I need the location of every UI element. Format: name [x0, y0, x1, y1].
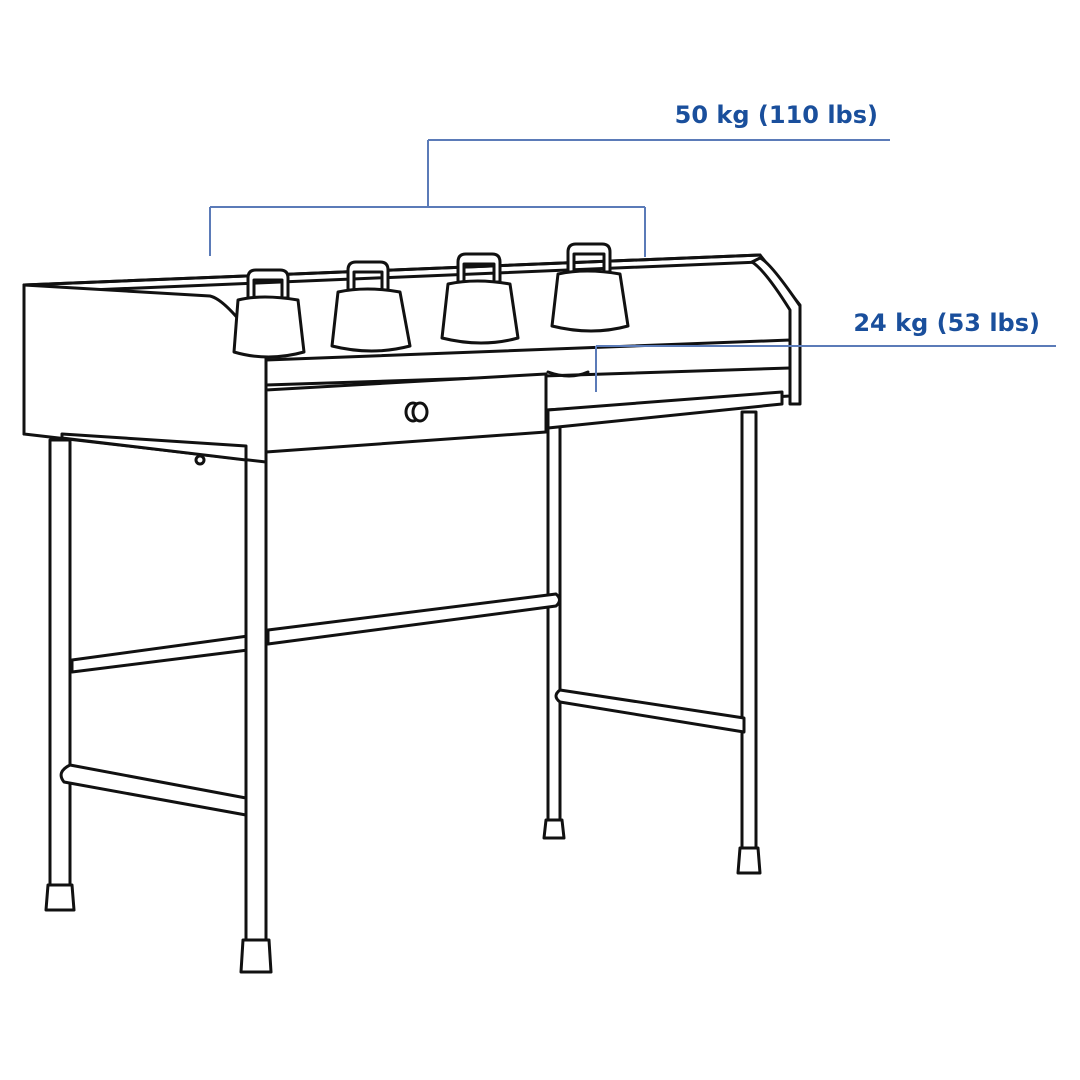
weights-on-desk	[232, 242, 630, 359]
top-load-label: 50 kg (110 lbs)	[674, 101, 878, 129]
shelf-load-label: 24 kg (53 lbs)	[853, 309, 1040, 337]
front-legs	[44, 438, 273, 974]
weight-3-icon	[440, 252, 520, 345]
desk-top-section	[22, 253, 802, 466]
weight-1-icon	[232, 268, 306, 359]
weight-4-icon	[550, 242, 630, 333]
rails-back	[70, 592, 746, 734]
drawer-knob-icon	[404, 401, 429, 423]
back-legs	[542, 410, 762, 875]
weight-2-icon	[330, 260, 412, 353]
shelf-load-pointer	[595, 345, 1056, 392]
top-load-bracket	[209, 139, 890, 257]
